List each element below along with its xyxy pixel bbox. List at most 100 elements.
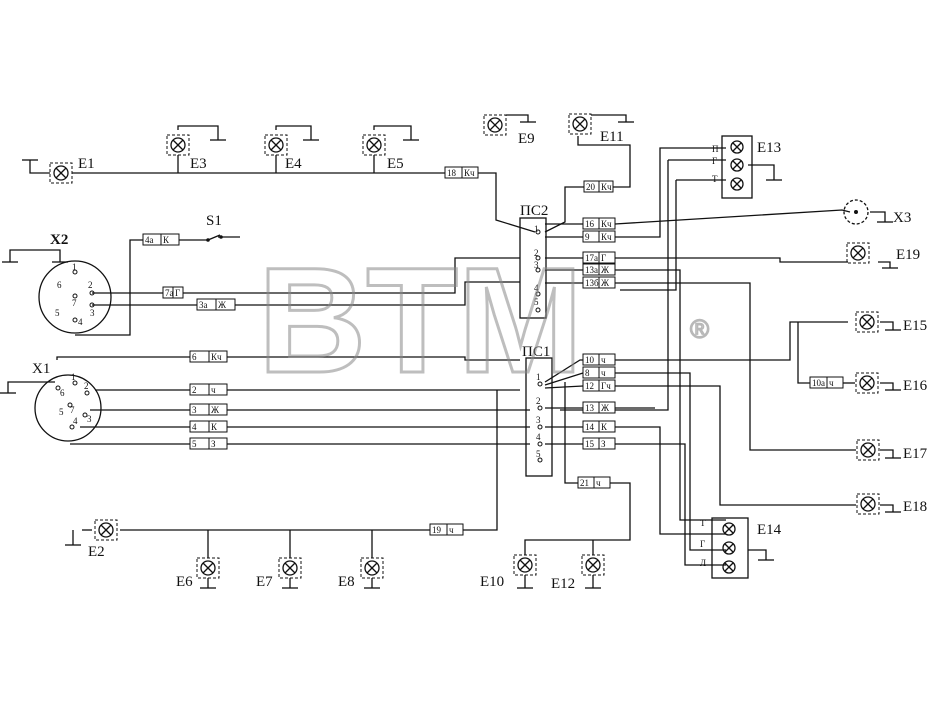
lamp-e15 <box>855 311 879 333</box>
socket-x3 <box>843 199 869 225</box>
lamp-e10 <box>513 554 537 588</box>
label-e11: E11 <box>600 129 624 145</box>
label-e6: E6 <box>176 574 193 590</box>
watermark-logo: BTM <box>258 236 583 404</box>
wire-tag-color: Ж <box>601 278 610 288</box>
wire-tag-w4a: 4а К <box>142 233 180 246</box>
label-e12: E12 <box>551 576 575 592</box>
label-ps1: ПС1 <box>522 344 550 360</box>
x2-pin-7: 7 <box>72 298 77 308</box>
wire-tag-w13: 13 Ж <box>582 401 616 414</box>
ps2-pin-2: 2 <box>534 248 539 258</box>
wire-tag-color: Гч <box>601 381 611 391</box>
wire-tag-number: 13 <box>585 403 595 413</box>
label-x3: X3 <box>893 210 911 226</box>
ps2-pin-labels: 1 2 3 4 5 <box>534 224 539 307</box>
x2-pin-5: 5 <box>55 308 60 318</box>
wire-tag-number: 4 <box>192 422 197 432</box>
wire-tag-number: 9 <box>585 232 590 242</box>
lamp-e3 <box>166 134 190 156</box>
wire-tag-number: 13а <box>585 265 598 275</box>
lamp-e9 <box>483 114 507 136</box>
connector-x1 <box>34 374 102 442</box>
label-e18: E18 <box>903 499 927 515</box>
wire-tag-color: К <box>163 235 170 245</box>
lamp-e8 <box>360 557 384 588</box>
label-e17: E17 <box>903 446 928 462</box>
wire-tag-number: 12 <box>585 381 594 391</box>
wire-tag-number: 4а <box>145 235 154 245</box>
wire-tag-number: 15 <box>585 439 595 449</box>
wire-tag-number: 13б <box>585 278 599 288</box>
watermark-registered-mark: ® <box>690 314 709 344</box>
label-e15: E15 <box>903 318 927 334</box>
wire-tag-number: 5 <box>192 439 197 449</box>
ps1-pin-4: 4 <box>536 432 541 442</box>
x1-pin-2: 2 <box>84 381 89 391</box>
wire-tag-number: 8 <box>585 368 590 378</box>
wire-tag-color: Г <box>175 288 180 298</box>
label-e13: E13 <box>757 140 781 156</box>
terminal-e14-g: Г <box>700 539 705 549</box>
ps2-pin-1: 1 <box>534 224 539 234</box>
wire-tag-color: Ж <box>218 300 227 310</box>
lamp-e7 <box>278 557 302 588</box>
lamp-e2 <box>94 519 118 541</box>
wire-tag-color: ч <box>449 525 454 535</box>
lamp-e17 <box>856 439 880 461</box>
x2-pin-3: 3 <box>90 308 95 318</box>
switch-block-ps1 <box>525 357 553 477</box>
x2-pin-1: 1 <box>72 262 77 272</box>
label-e10: E10 <box>480 574 504 590</box>
lamp-e6 <box>196 557 220 588</box>
x2-pin-labels: 1 6 2 5 7 3 4 <box>55 262 95 327</box>
wire-tag-color: ч <box>596 478 601 488</box>
terminal-e13-t: Т <box>712 174 718 184</box>
wire-tag-number: 21 <box>580 478 589 488</box>
terminal-e13-p: П <box>712 144 719 154</box>
wire-tag-color: Ж <box>211 405 220 415</box>
switch-s1 <box>206 234 223 242</box>
wire-tag-number: 6 <box>192 352 197 362</box>
wire-tag-number: 19 <box>432 525 442 535</box>
wire-tag-w10: 10 ч <box>582 353 616 366</box>
terminal-e13-g: Г <box>712 156 717 166</box>
wire-tag-number: 16 <box>585 219 595 229</box>
label-e3: E3 <box>190 156 207 172</box>
wire-tag-color: ч <box>601 355 606 365</box>
x1-pin-6: 6 <box>60 388 65 398</box>
label-x1: X1 <box>32 361 50 377</box>
x1-pin-3: 3 <box>87 414 92 424</box>
wire-tag-number: 3 <box>192 405 197 415</box>
wire-tag-number: 17а <box>585 253 598 263</box>
lamp-e11 <box>568 113 592 135</box>
wire-tag-number: 3а <box>199 300 208 310</box>
wire-tag-number: 14 <box>585 422 595 432</box>
wire-tag-number: 10 <box>585 355 595 365</box>
ps1-pin-1: 1 <box>536 372 541 382</box>
label-e1: E1 <box>78 156 95 172</box>
lamp-e5 <box>362 134 386 156</box>
x2-pin-4: 4 <box>78 317 83 327</box>
wire-tag-w12: 12 Гч <box>582 379 616 392</box>
wire-tag-color: Ж <box>601 403 610 413</box>
label-e8: E8 <box>338 574 355 590</box>
terminal-e14-l: Л <box>700 558 706 568</box>
ps2-pin-5: 5 <box>534 297 539 307</box>
label-e5: E5 <box>387 156 404 172</box>
wire-tag-color: К <box>211 422 218 432</box>
lamp-e18 <box>856 493 880 515</box>
wire-tag-color: Кч <box>601 182 612 192</box>
wire-tag-color: З <box>211 439 216 449</box>
